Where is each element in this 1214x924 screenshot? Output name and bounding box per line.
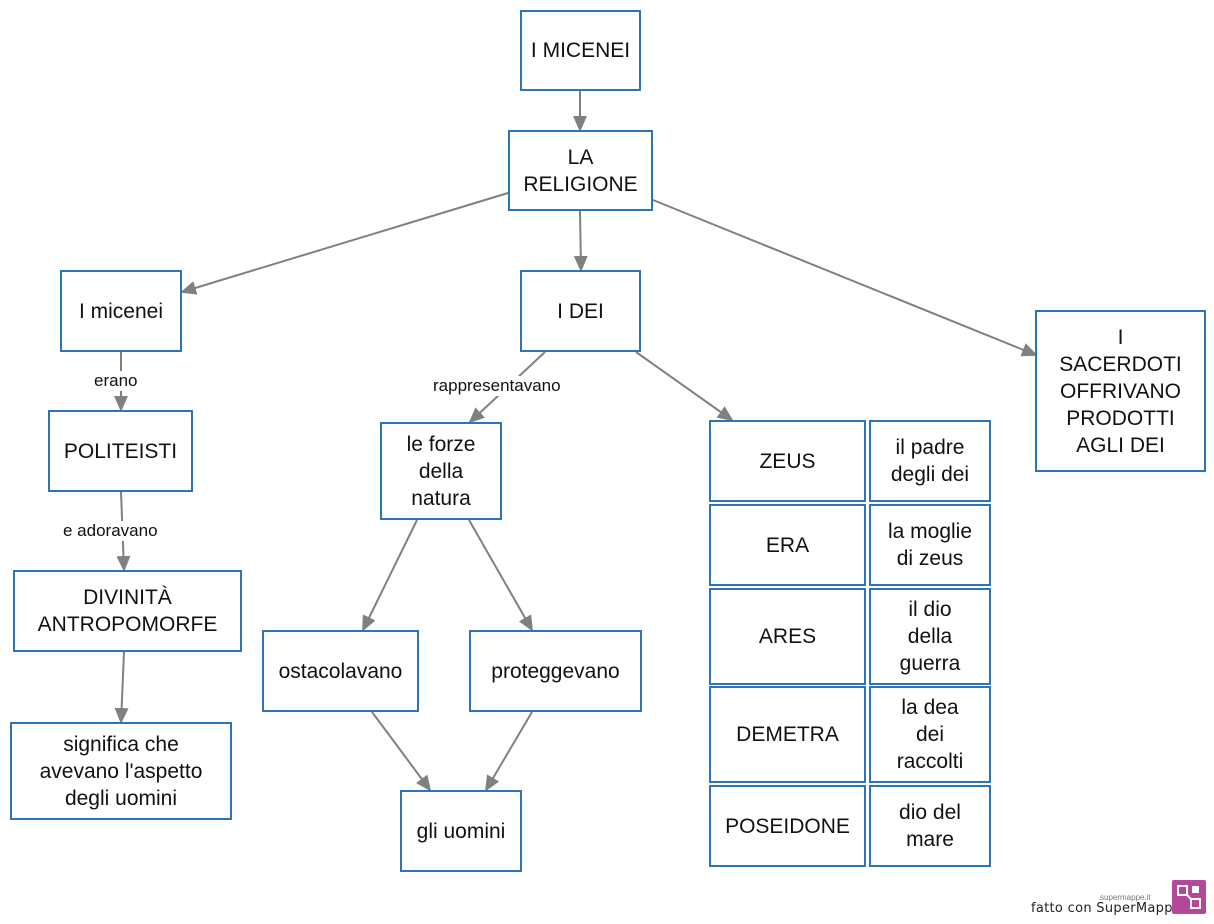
node-significa[interactable]: significa che avevano l'aspetto degli uo…	[10, 722, 232, 820]
node-god-era[interactable]: ERA	[709, 504, 866, 586]
arrow-forze-to-proteggevano	[468, 519, 533, 632]
node-god-ares[interactable]: ARES	[709, 588, 866, 685]
arrow-forze-to-ostacolavano	[362, 519, 418, 632]
arrow-proteggevano-to-uomini	[484, 711, 533, 792]
node-god-zeus-desc[interactable]: il padre degli dei	[869, 420, 991, 502]
arrow-dei-to-zeus	[635, 351, 734, 422]
arrow-religione-to-micenei	[180, 192, 509, 295]
arrow-religione-to-dei	[573, 210, 588, 272]
node-gli-uomini[interactable]: gli uomini	[400, 790, 522, 872]
node-i-dei[interactable]: I DEI	[520, 270, 641, 352]
credit-site: supermappe.it	[1100, 893, 1151, 902]
node-god-poseidone[interactable]: POSEIDONE	[709, 785, 866, 867]
node-politeisti[interactable]: POLITEISTI	[48, 410, 193, 492]
node-la-religione[interactable]: LA RELIGIONE	[508, 130, 653, 211]
edge-label-e-adoravano: e adoravano	[61, 521, 160, 541]
node-god-demetra-desc[interactable]: la dea dei raccolti	[869, 686, 991, 783]
node-ostacolavano[interactable]: ostacolavano	[262, 630, 419, 712]
edge-label-erano: erano	[92, 371, 140, 391]
arrow-religione-to-sacerdoti	[652, 199, 1038, 357]
edge-label-rappresentavano: rappresentavano	[431, 376, 563, 396]
supermappe-logo-icon	[1172, 880, 1206, 914]
node-god-poseidone-desc[interactable]: dio del mare	[869, 785, 991, 867]
node-god-demetra[interactable]: DEMETRA	[709, 686, 866, 783]
node-le-forze-della-natura[interactable]: le forze della natura	[380, 422, 502, 520]
arrow-ostacolavano-to-uomini	[371, 711, 432, 792]
node-proteggevano[interactable]: proteggevano	[469, 630, 642, 712]
node-i-sacerdoti[interactable]: I SACERDOTI OFFRIVANO PRODOTTI AGLI DEI	[1035, 310, 1206, 472]
credit-made-with: fatto con SuperMappe	[1031, 901, 1182, 916]
node-i-micenei[interactable]: I micenei	[60, 270, 182, 352]
node-divinita-antropomorfe[interactable]: DIVINITÀ ANTROPOMORFE	[13, 570, 242, 652]
node-god-era-desc[interactable]: la moglie di zeus	[869, 504, 991, 586]
node-god-ares-desc[interactable]: il dio della guerra	[869, 588, 991, 685]
node-god-zeus[interactable]: ZEUS	[709, 420, 866, 502]
arrow-divinita-to-significa	[114, 651, 129, 724]
node-i-micenei-root[interactable]: I MICENEI	[520, 10, 641, 91]
